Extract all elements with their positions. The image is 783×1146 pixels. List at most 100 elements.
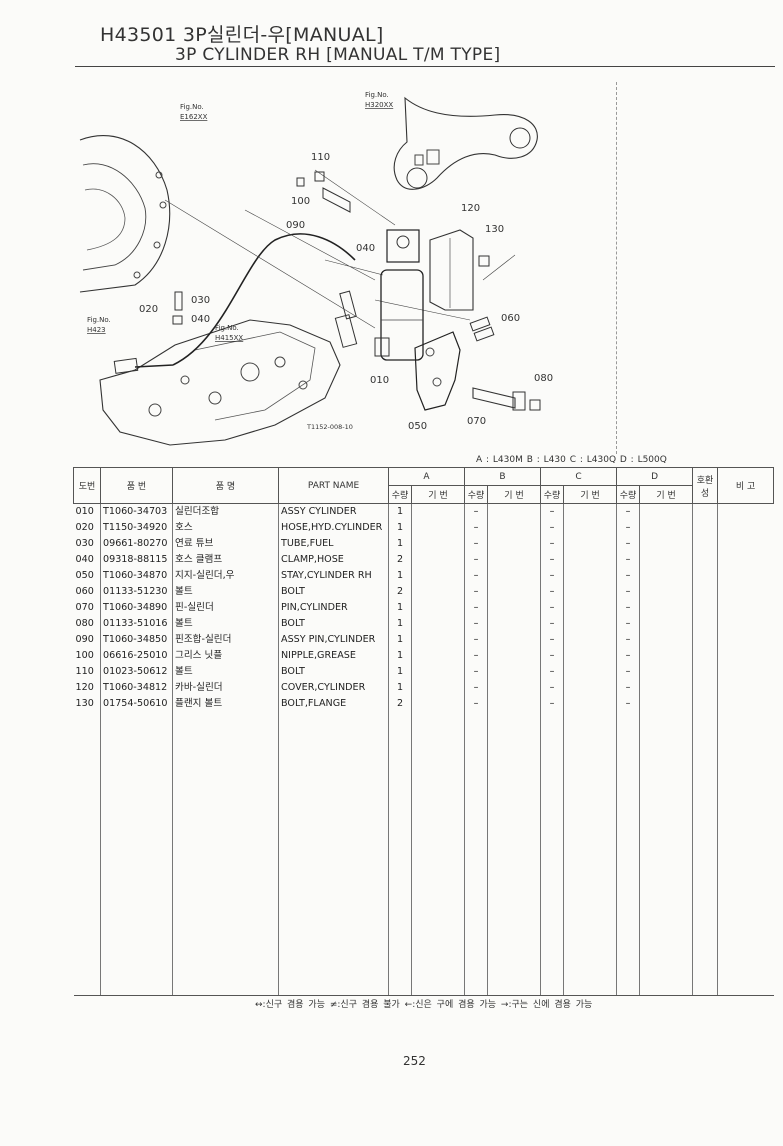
- cell-no: 120: [75, 682, 94, 693]
- drawing-code: T1152-008-10: [306, 423, 353, 431]
- col-header-base-b: 기 번: [487, 485, 542, 504]
- cell-part-name: CLAMP,HOSE: [278, 552, 389, 568]
- cell-part-code: 01133-51230: [100, 584, 173, 600]
- cell-qty-d: –: [616, 616, 640, 632]
- cell-no: 030: [75, 538, 94, 549]
- cell-qty-c: –: [540, 584, 564, 600]
- cell-part-name-kr: 핀-실린더: [172, 600, 279, 616]
- cell-base-a: [410, 696, 465, 712]
- col-header-group-c: C: [540, 467, 618, 486]
- cell-part-name: NIPPLE,GREASE: [278, 648, 389, 664]
- cell-base-a: [410, 568, 465, 584]
- cell-base-a: [410, 503, 465, 520]
- cell-base-c: [563, 568, 617, 584]
- diagram-divider: [616, 82, 617, 454]
- cell-base-d: [639, 552, 693, 568]
- cell-qty-a: 1: [388, 503, 412, 520]
- cell-qty-d: –: [616, 600, 640, 616]
- cell-qty-a: 1: [388, 616, 412, 632]
- cell-base-b: [487, 600, 541, 616]
- cell-qty-b: –: [464, 680, 488, 696]
- cell-remarks: [717, 696, 774, 712]
- cell-interchange: [692, 648, 718, 664]
- col-header-group-d: D: [616, 467, 694, 486]
- cell-base-d: [639, 664, 693, 680]
- empty-cell: [563, 712, 617, 996]
- col-header-qty-c: 수량: [540, 485, 565, 504]
- callout-020: 020: [139, 304, 158, 315]
- cell-interchange: [692, 568, 718, 584]
- cell-base-c: [563, 584, 617, 600]
- cell-part-code: T1060-34870: [100, 568, 173, 584]
- empty-cell: [717, 712, 774, 996]
- cell-interchange: [692, 680, 718, 696]
- cell-qty-c: –: [540, 696, 564, 712]
- col-header-part-name-kr: 품 명: [172, 467, 279, 504]
- cell-no: 010: [75, 506, 94, 517]
- cell-base-d: [639, 648, 693, 664]
- cell-qty-c: –: [540, 648, 564, 664]
- cell-remarks: [717, 520, 774, 536]
- cell-base-b: [487, 520, 541, 536]
- cell-qty-b: –: [464, 520, 488, 536]
- cell-base-b: [487, 680, 541, 696]
- cell-remarks: [717, 680, 774, 696]
- cell-interchange: [692, 536, 718, 552]
- cell-base-a: [410, 520, 465, 536]
- cell-base-d: [639, 680, 693, 696]
- table-empty-space: [73, 712, 774, 996]
- cell-qty-a: 1: [388, 680, 412, 696]
- cell-qty-b: –: [464, 600, 488, 616]
- cell-qty-a: 2: [388, 696, 412, 712]
- cell-qty-d: –: [616, 696, 640, 712]
- col-header-no: 도번: [73, 467, 101, 504]
- cell-base-b: [487, 536, 541, 552]
- cell-part-code: 01133-51016: [100, 616, 173, 632]
- cell-remarks: [717, 503, 774, 520]
- col-header-qty-d: 수량: [616, 485, 641, 504]
- empty-cell: [388, 712, 412, 996]
- cell-qty-c: –: [540, 616, 564, 632]
- cell-part-name: ASSY PIN,CYLINDER: [278, 632, 389, 648]
- callout-130: 130: [485, 224, 504, 235]
- cell-base-d: [639, 632, 693, 648]
- cell-base-c: [563, 600, 617, 616]
- cell-no: 110: [75, 666, 94, 677]
- fig-ref-h423-label: Fig.No.: [87, 316, 111, 324]
- cell-part-name-kr: 볼트: [172, 584, 279, 600]
- cell-qty-c: –: [540, 664, 564, 680]
- cell-part-code: 06616-25010: [100, 648, 173, 664]
- fig-ref-h320-label: Fig.No.: [365, 91, 389, 99]
- cell-part-code: T1060-34703: [100, 503, 173, 520]
- cell-qty-b: –: [464, 696, 488, 712]
- cell-qty-b: –: [464, 648, 488, 664]
- cell-no: 050: [75, 570, 94, 581]
- cell-qty-d: –: [616, 536, 640, 552]
- cell-remarks: [717, 536, 774, 552]
- cell-remarks: [717, 552, 774, 568]
- cell-remarks: [717, 616, 774, 632]
- empty-cell: [100, 712, 173, 996]
- cell-base-a: [410, 664, 465, 680]
- cell-qty-c: –: [540, 680, 564, 696]
- cell-interchange: [692, 520, 718, 536]
- cell-interchange: [692, 696, 718, 712]
- cell-part-code: T1150-34920: [100, 520, 173, 536]
- cell-part-name-kr: 카바-실린더: [172, 680, 279, 696]
- cell-base-c: [563, 632, 617, 648]
- cell-part-name-kr: 지지-실린더,우: [172, 568, 279, 584]
- cell-no: 070: [75, 602, 94, 613]
- cell-no: 090: [75, 634, 94, 645]
- fig-ref-e162-label: Fig.No.: [180, 103, 204, 111]
- cell-part-name: PIN,CYLINDER: [278, 600, 389, 616]
- col-header-group-a: A: [387, 467, 466, 486]
- cell-part-name: ASSY CYLINDER: [278, 503, 389, 520]
- callout-100: 100: [291, 196, 310, 207]
- cell-qty-a: 1: [388, 632, 412, 648]
- cell-base-d: [639, 600, 693, 616]
